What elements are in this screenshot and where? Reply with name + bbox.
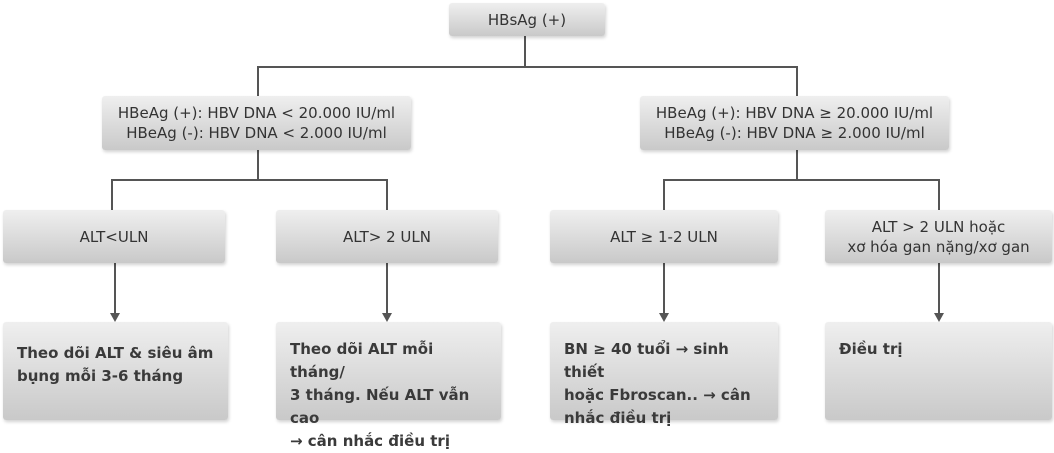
action-biopsy-fibroscan: BN ≥ 40 tuổi → sinh thiết hoặc Fbroscan.…	[550, 322, 778, 427]
node-alt-gt-2uln-left-label: ALT> 2 ULN	[343, 227, 431, 246]
node-alt-ge-1-2uln-label: ALT ≥ 1-2 ULN	[610, 227, 718, 246]
action-monitor-alt-ultrasound: Theo dõi ALT & siêu âm bụng mỗi 3-6 thán…	[3, 322, 228, 420]
action-monitor-alt-ultrasound-text: Theo dõi ALT & siêu âm bụng mỗi 3-6 thán…	[17, 344, 214, 385]
node-hbsag-label: HBsAg (+)	[487, 10, 567, 29]
action-monitor-alt-monthly: Theo dõi ALT mỗi tháng/ 3 tháng. Nếu ALT…	[276, 322, 501, 450]
node-alt-gt-2uln-left: ALT> 2 ULN	[276, 210, 498, 263]
action-biopsy-fibroscan-text: BN ≥ 40 tuổi → sinh thiết hoặc Fbroscan.…	[564, 340, 751, 427]
action-treatment: Điều trị	[825, 322, 1052, 420]
node-high-hbv-dna-label: HBeAg (+): HBV DNA ≥ 20.000 IU/ml HBeAg …	[655, 104, 934, 142]
node-high-hbv-dna: HBeAg (+): HBV DNA ≥ 20.000 IU/ml HBeAg …	[640, 96, 949, 150]
node-alt-ge-1-2uln: ALT ≥ 1-2 ULN	[550, 210, 778, 263]
node-alt-lt-uln-label: ALT<ULN	[79, 227, 149, 246]
node-hbsag: HBsAg (+)	[449, 3, 605, 36]
node-low-hbv-dna: HBeAg (+): HBV DNA < 20.000 IU/ml HBeAg …	[102, 96, 411, 150]
action-treatment-text: Điều trị	[839, 340, 903, 358]
connector-lines	[110, 36, 944, 322]
node-alt-lt-uln: ALT<ULN	[3, 210, 225, 263]
node-low-hbv-dna-label: HBeAg (+): HBV DNA < 20.000 IU/ml HBeAg …	[117, 104, 396, 142]
action-monitor-alt-monthly-text: Theo dõi ALT mỗi tháng/ 3 tháng. Nếu ALT…	[290, 340, 470, 450]
node-alt-gt-2uln-cirrhosis: ALT > 2 ULN hoặc xơ hóa gan nặng/xơ gan	[825, 210, 1052, 263]
node-alt-gt-2uln-cirrhosis-label: ALT > 2 ULN hoặc xơ hóa gan nặng/xơ gan	[847, 217, 1030, 256]
